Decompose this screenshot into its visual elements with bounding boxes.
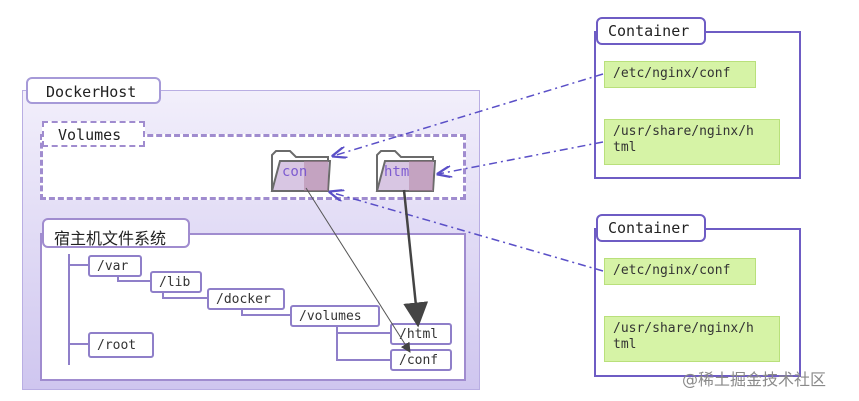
docker-host-title: DockerHost	[26, 77, 161, 104]
folder-label-htm: htm	[384, 164, 410, 180]
container-title: Container	[596, 214, 706, 242]
container-path-conf: /etc/nginx/conf	[604, 258, 756, 285]
path-node-conf: /conf	[390, 349, 452, 371]
host-filesystem-title: 宿主机文件系统	[42, 218, 190, 248]
path-node-lib: /lib	[150, 271, 202, 293]
link-container1-conf	[333, 73, 604, 156]
path-node-docker: /docker	[207, 288, 285, 310]
link-con-to-conf	[305, 187, 411, 353]
link-container1-html	[438, 141, 604, 174]
path-node-var: /var	[88, 255, 142, 277]
link-htm-to-html	[402, 189, 429, 328]
link-container2-conf	[330, 192, 604, 272]
folder-icon	[270, 147, 332, 192]
container-path-html: /usr/share/nginx/h tml	[604, 119, 780, 165]
container-path-html: /usr/share/nginx/h tml	[604, 316, 780, 362]
container-title: Container	[596, 17, 706, 45]
path-node-root: /root	[88, 332, 154, 358]
path-node-html: /html	[390, 323, 452, 345]
volumes-title: Volumes	[42, 121, 145, 147]
watermark: @稀土掘金技术社区	[682, 370, 827, 389]
container-path-conf: /etc/nginx/conf	[604, 61, 756, 88]
path-node-volumes: /volumes	[290, 305, 380, 327]
folder-label-con: con	[282, 164, 308, 180]
folder-icon	[375, 147, 437, 192]
